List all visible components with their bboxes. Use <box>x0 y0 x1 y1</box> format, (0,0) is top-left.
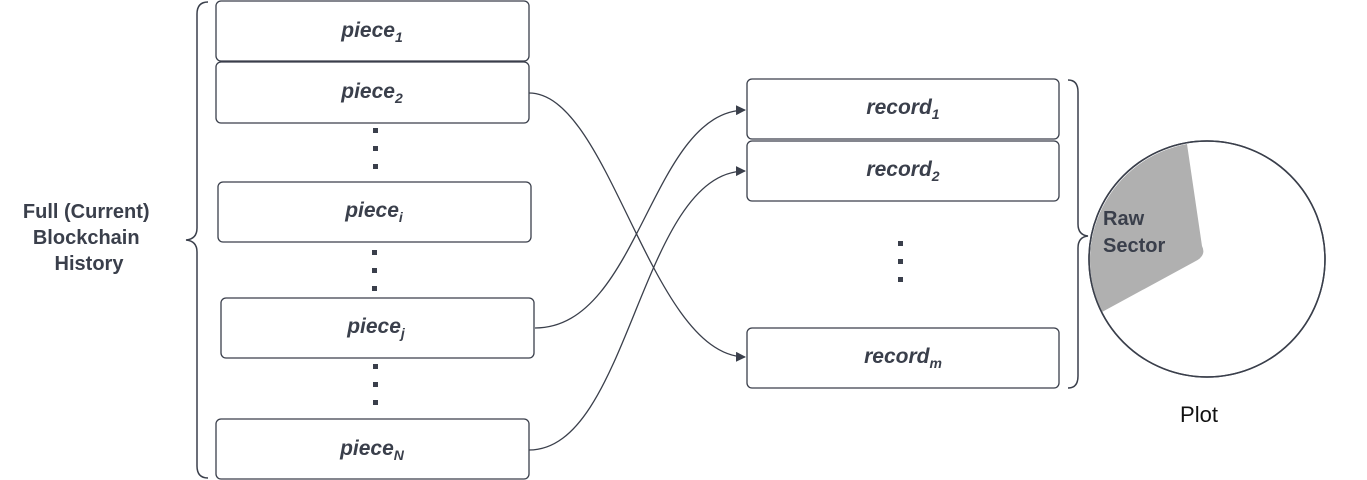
ellipsis-dots <box>373 128 378 169</box>
right-brace <box>1067 79 1089 389</box>
ellipsis-dots <box>372 250 377 291</box>
piece-box: piece1 <box>215 0 530 62</box>
piece-box: piece2 <box>215 61 530 124</box>
blockchain-history-label: Full (Current) Blockchain History <box>23 201 155 275</box>
piece-box: piecej <box>220 297 535 359</box>
piece-n-label: pieceN <box>339 437 405 463</box>
piece-1-label: piece1 <box>340 19 403 45</box>
connector-arrow <box>534 105 746 329</box>
raw-sector <box>1089 144 1204 312</box>
connector-arrow <box>528 166 746 451</box>
record-box: record2 <box>746 140 1060 202</box>
piece-box: piecei <box>217 181 532 243</box>
record-m-label: recordm <box>864 345 942 371</box>
piece-j-label: piecej <box>346 315 406 341</box>
record-box: record1 <box>746 78 1060 140</box>
record-2-label: record2 <box>866 158 939 184</box>
record-1-label: record1 <box>866 96 939 122</box>
ellipsis-dots <box>373 364 378 405</box>
left-brace <box>185 1 209 479</box>
connector-arrow <box>528 92 746 362</box>
plot-label: Plot <box>1180 402 1218 427</box>
plot-circle <box>1088 140 1326 378</box>
piece-2-label: piece2 <box>340 80 403 106</box>
ellipsis-dots <box>898 241 903 282</box>
piece-i-label: piecei <box>344 199 404 225</box>
piece-box: pieceN <box>215 418 530 480</box>
raw-sector-label: Raw Sector <box>1103 208 1165 257</box>
record-box: recordm <box>746 327 1060 389</box>
